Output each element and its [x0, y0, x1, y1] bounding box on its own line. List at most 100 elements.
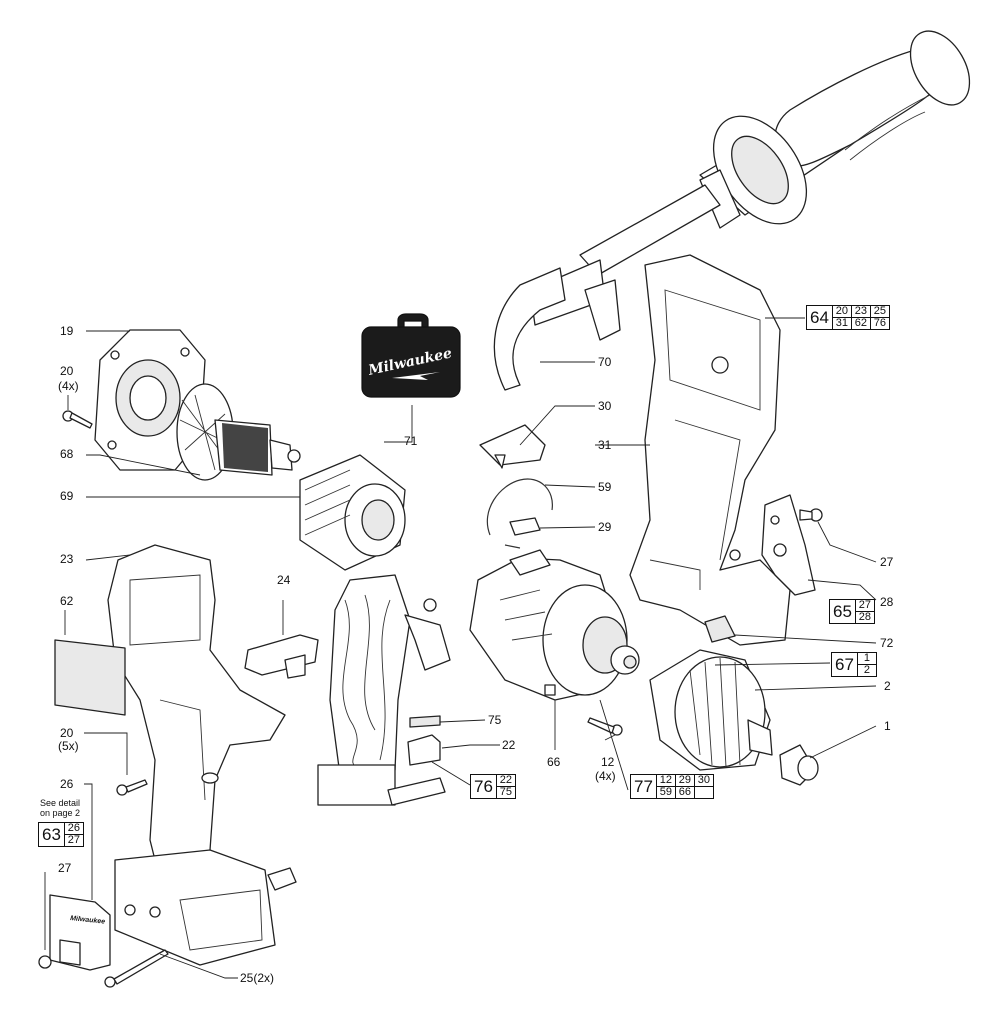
callout-20-lower-qty: (5x): [58, 739, 79, 753]
kit-item: 22: [496, 775, 515, 787]
part-72-label: [704, 615, 736, 643]
part-28-clip-plate: [761, 494, 816, 596]
part-20-screw-upper: [62, 410, 93, 429]
callout-62: 62: [60, 594, 74, 608]
kit-item: 30: [694, 775, 713, 787]
kit-64-number: 64: [807, 306, 833, 329]
kit-box-64: 64 20 23 25 31 62 76: [806, 305, 890, 330]
part-1-chuck-screw: [779, 744, 819, 786]
callout-25: 25(2x): [240, 971, 274, 985]
kit-item: 12: [656, 775, 676, 787]
kit-box-65: 65 27 28: [829, 599, 875, 624]
kit-item: 27: [67, 834, 81, 846]
part-69-stator: [299, 454, 406, 571]
kit-item: 27: [855, 600, 874, 612]
callout-12-qty: (4x): [595, 769, 616, 783]
callout-75: 75: [488, 713, 502, 727]
part-25-screw: [104, 949, 169, 988]
part-59-spring: [486, 478, 553, 549]
callout-69: 69: [60, 489, 74, 503]
part-23-left-housing: [107, 544, 286, 966]
kit-64-items: 20 23 25 31 62 76: [832, 306, 889, 329]
part-66-gearbox: [469, 549, 640, 701]
callout-27-left: 27: [58, 861, 72, 875]
callout-19: 19: [60, 324, 74, 338]
kit-63-items: 26 27: [64, 823, 83, 846]
leader-lines: [44, 317, 877, 979]
kit-63-number: 63: [39, 823, 65, 846]
kit-76-items: 22 75: [496, 775, 515, 798]
see-detail-line1: See detail: [39, 798, 81, 808]
clip-logo-text: Milwaukee: [70, 915, 106, 926]
kit-item: 75: [499, 786, 513, 798]
kit-77-number: 77: [631, 775, 657, 798]
callout-27-right: 27: [880, 555, 894, 569]
kit-item: 66: [676, 787, 695, 798]
kit-item: 28: [858, 611, 872, 623]
callout-1: 1: [884, 719, 891, 733]
kit-67-items: 1 2: [857, 653, 876, 676]
callout-20-lower: 20: [60, 726, 74, 740]
kit-item: 26: [64, 823, 83, 835]
kit-item: 1: [857, 653, 876, 665]
callout-23: 23: [60, 552, 74, 566]
switch-and-wiring: [317, 574, 451, 806]
part-29-slider: [509, 517, 541, 536]
side-handle: [529, 30, 971, 326]
callout-24: 24: [277, 573, 291, 587]
callout-2: 2: [884, 679, 891, 693]
kit-67-number: 67: [832, 653, 858, 676]
callout-labels: 19 20 (4x) 68 69 23 62 24 20 (5x) 26 27 …: [58, 324, 894, 985]
part-62-label: [54, 639, 126, 716]
kit-item: 62: [852, 318, 871, 329]
part-26-clip: Milwaukee: [49, 894, 111, 971]
part-31-right-housing: [629, 254, 791, 646]
callout-29: 29: [598, 520, 612, 534]
callout-59: 59: [598, 480, 612, 494]
kit-item: 76: [873, 317, 887, 329]
callout-30: 30: [598, 399, 612, 413]
kit-box-67: 67 1 2: [831, 652, 877, 677]
kit-item: 25: [870, 306, 889, 318]
part-20-screw-lower: [116, 779, 148, 796]
kit-76-number: 76: [471, 775, 497, 798]
kit-item: 29: [675, 775, 695, 787]
part-2-chuck: [649, 649, 773, 771]
callout-71: 71: [404, 434, 418, 448]
kit-77-items: 12 29 30 59 66: [656, 775, 713, 798]
callout-12: 12: [601, 755, 615, 769]
kit-65-items: 27 28: [855, 600, 874, 623]
callout-20-upper: 20: [60, 364, 74, 378]
kit-item: 2: [863, 664, 870, 676]
part-27-screw-left: [38, 955, 52, 969]
callout-70: 70: [598, 355, 612, 369]
kit-65-number: 65: [830, 600, 856, 623]
kit-box-77: 77 12 29 30 59 66: [630, 774, 714, 799]
callout-72: 72: [880, 636, 894, 650]
part-68-rotor: [176, 383, 301, 481]
callout-26: 26: [60, 777, 74, 791]
see-detail-line2: on page 2: [39, 808, 81, 818]
kit-box-63: 63 26 27: [38, 822, 84, 847]
part-30-selector: [479, 424, 546, 469]
callout-20-upper-qty: (4x): [58, 379, 79, 393]
part-27-screw-right: [799, 508, 823, 522]
part-12-screw: [587, 717, 623, 736]
callout-22: 22: [502, 738, 516, 752]
part-24-cover: [244, 634, 319, 679]
part-75-label: [409, 715, 441, 728]
callout-31: 31: [598, 438, 612, 452]
part-71-carrying-case: Milwaukee: [361, 313, 461, 398]
kit-item: 20: [832, 306, 852, 318]
battery-latch-insert: [267, 867, 297, 891]
part-70-clamp-band: [493, 267, 621, 391]
kit-item: 23: [851, 306, 871, 318]
kit-item: 31: [833, 318, 852, 329]
callout-68: 68: [60, 447, 74, 461]
kit-item: [695, 787, 713, 798]
callout-28: 28: [880, 595, 894, 609]
kit-item: 59: [657, 787, 676, 798]
kit-box-76: 76 22 75: [470, 774, 516, 799]
part-22-switch-cover: [407, 734, 441, 766]
